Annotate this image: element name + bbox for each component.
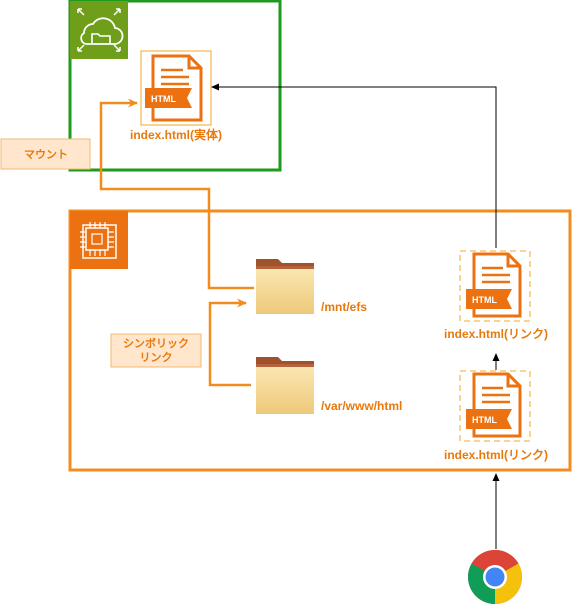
chrome-browser-icon[interactable] [467, 549, 523, 604]
symlink-note-line1: シンボリック [123, 336, 189, 350]
link-to-efs-connector [211, 83, 497, 248]
folder-var-www-html-icon[interactable] [256, 357, 314, 414]
symlink-connector [208, 298, 251, 387]
ec2-group-border [68, 209, 572, 472]
mount-connector [99, 98, 254, 290]
ec2-chip-icon [70, 211, 128, 269]
link-file-bottom-label: index.html(リンク) [444, 448, 548, 462]
symlink-note: シンボリック リンク [110, 333, 202, 368]
efs-group-border [68, 0, 282, 172]
mount-note-text: マウント [24, 148, 68, 161]
link-file-bottom-badge: HTML [472, 415, 497, 425]
symlink-note-line2: リンク [140, 351, 173, 364]
folder-var-www-html-label: /var/www/html [321, 399, 402, 413]
link-file-top-icon[interactable]: HTML [459, 250, 531, 322]
link-file-top-badge: HTML [472, 295, 497, 305]
link-file-top-label: index.html(リンク) [444, 327, 548, 341]
link-file-bottom-icon[interactable]: HTML [459, 370, 531, 442]
folder-mnt-efs-label: /mnt/efs [321, 300, 367, 314]
efs-cloud-folder-icon [70, 1, 128, 59]
efs-group: HTML index.html(実体) [68, 0, 282, 172]
ec2-group: /mnt/efs /var/www/html シンボリック リンク HTML i… [68, 209, 572, 472]
folder-mnt-efs-icon[interactable] [256, 259, 314, 314]
efs-html-file-icon[interactable]: HTML [140, 50, 212, 126]
efs-file-label: index.html(実体) [130, 127, 222, 142]
mount-note: マウント [0, 138, 91, 170]
efs-html-badge: HTML [151, 94, 176, 104]
